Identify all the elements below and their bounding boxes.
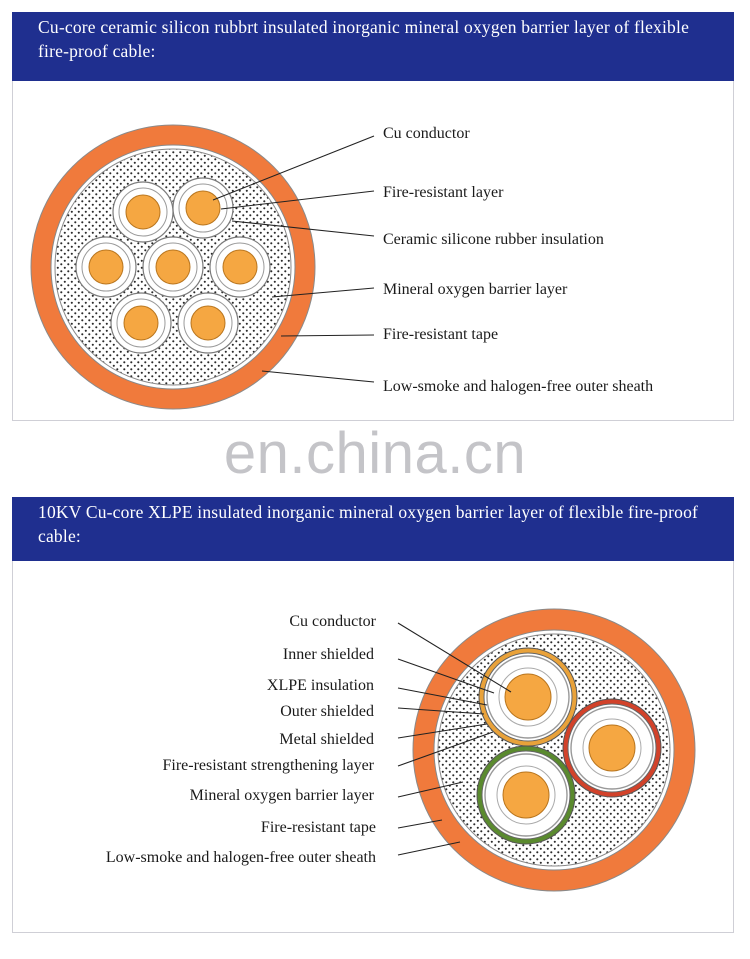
label-mineral-barrier-1: Mineral oxygen barrier layer (383, 281, 568, 298)
label-metal-shielded: Metal shielded (279, 731, 374, 748)
core-conductor (222, 249, 258, 285)
phase-conductor (502, 771, 550, 819)
phase-conductor (504, 673, 552, 721)
cable2-phase-core (478, 647, 578, 747)
core-conductor (155, 249, 191, 285)
cable1-core (110, 292, 172, 354)
cable2-phase-core (476, 745, 576, 845)
watermark: en.china.cn (223, 421, 527, 486)
core-conductor (125, 194, 161, 230)
cable1-core (112, 181, 174, 243)
label-cu-conductor-2: Cu conductor (289, 613, 376, 630)
label-fire-resistant-layer: Fire-resistant layer (383, 184, 504, 201)
cable2-cross-section (412, 608, 696, 892)
core-conductor (123, 305, 159, 341)
label-cu-conductor-1: Cu conductor (383, 125, 470, 142)
label-outer-sheath-1: Low-smoke and halogen-free outer sheath (383, 378, 653, 395)
cable1-core (177, 292, 239, 354)
panel1-title: Cu-core ceramic silicon rubbrt insulated… (12, 12, 734, 81)
label-fire-resistant-strengthening: Fire-resistant strengthening layer (163, 757, 375, 774)
phase-conductor (588, 724, 636, 772)
cable2-labels: Cu conductor Inner shielded XLPE insulat… (106, 613, 512, 866)
core-conductor (190, 305, 226, 341)
cable1-core (142, 236, 204, 298)
label-outer-sheath-2: Low-smoke and halogen-free outer sheath (106, 849, 376, 866)
label-mineral-barrier-2: Mineral oxygen barrier layer (190, 787, 375, 804)
cable2-phase-core (562, 698, 662, 798)
label-xlpe-insulation: XLPE insulation (267, 677, 374, 694)
label-fire-resistant-tape-1: Fire-resistant tape (383, 326, 498, 343)
core-conductor (185, 190, 221, 226)
label-ceramic-silicone-insulation: Ceramic silicone rubber insulation (383, 231, 604, 248)
label-outer-shielded: Outer shielded (280, 703, 374, 720)
cable1-core (209, 236, 271, 298)
cable1-core (75, 236, 137, 298)
label-fire-resistant-tape-2: Fire-resistant tape (261, 819, 376, 836)
core-conductor (88, 249, 124, 285)
cable1-cross-section (30, 124, 316, 410)
cable1-core (172, 177, 234, 239)
label-inner-shielded: Inner shielded (283, 646, 374, 663)
panel2-title: 10KV Cu-core XLPE insulated inorganic mi… (12, 497, 734, 561)
cable1-labels: Cu conductor Fire-resistant layer Cerami… (212, 125, 653, 395)
